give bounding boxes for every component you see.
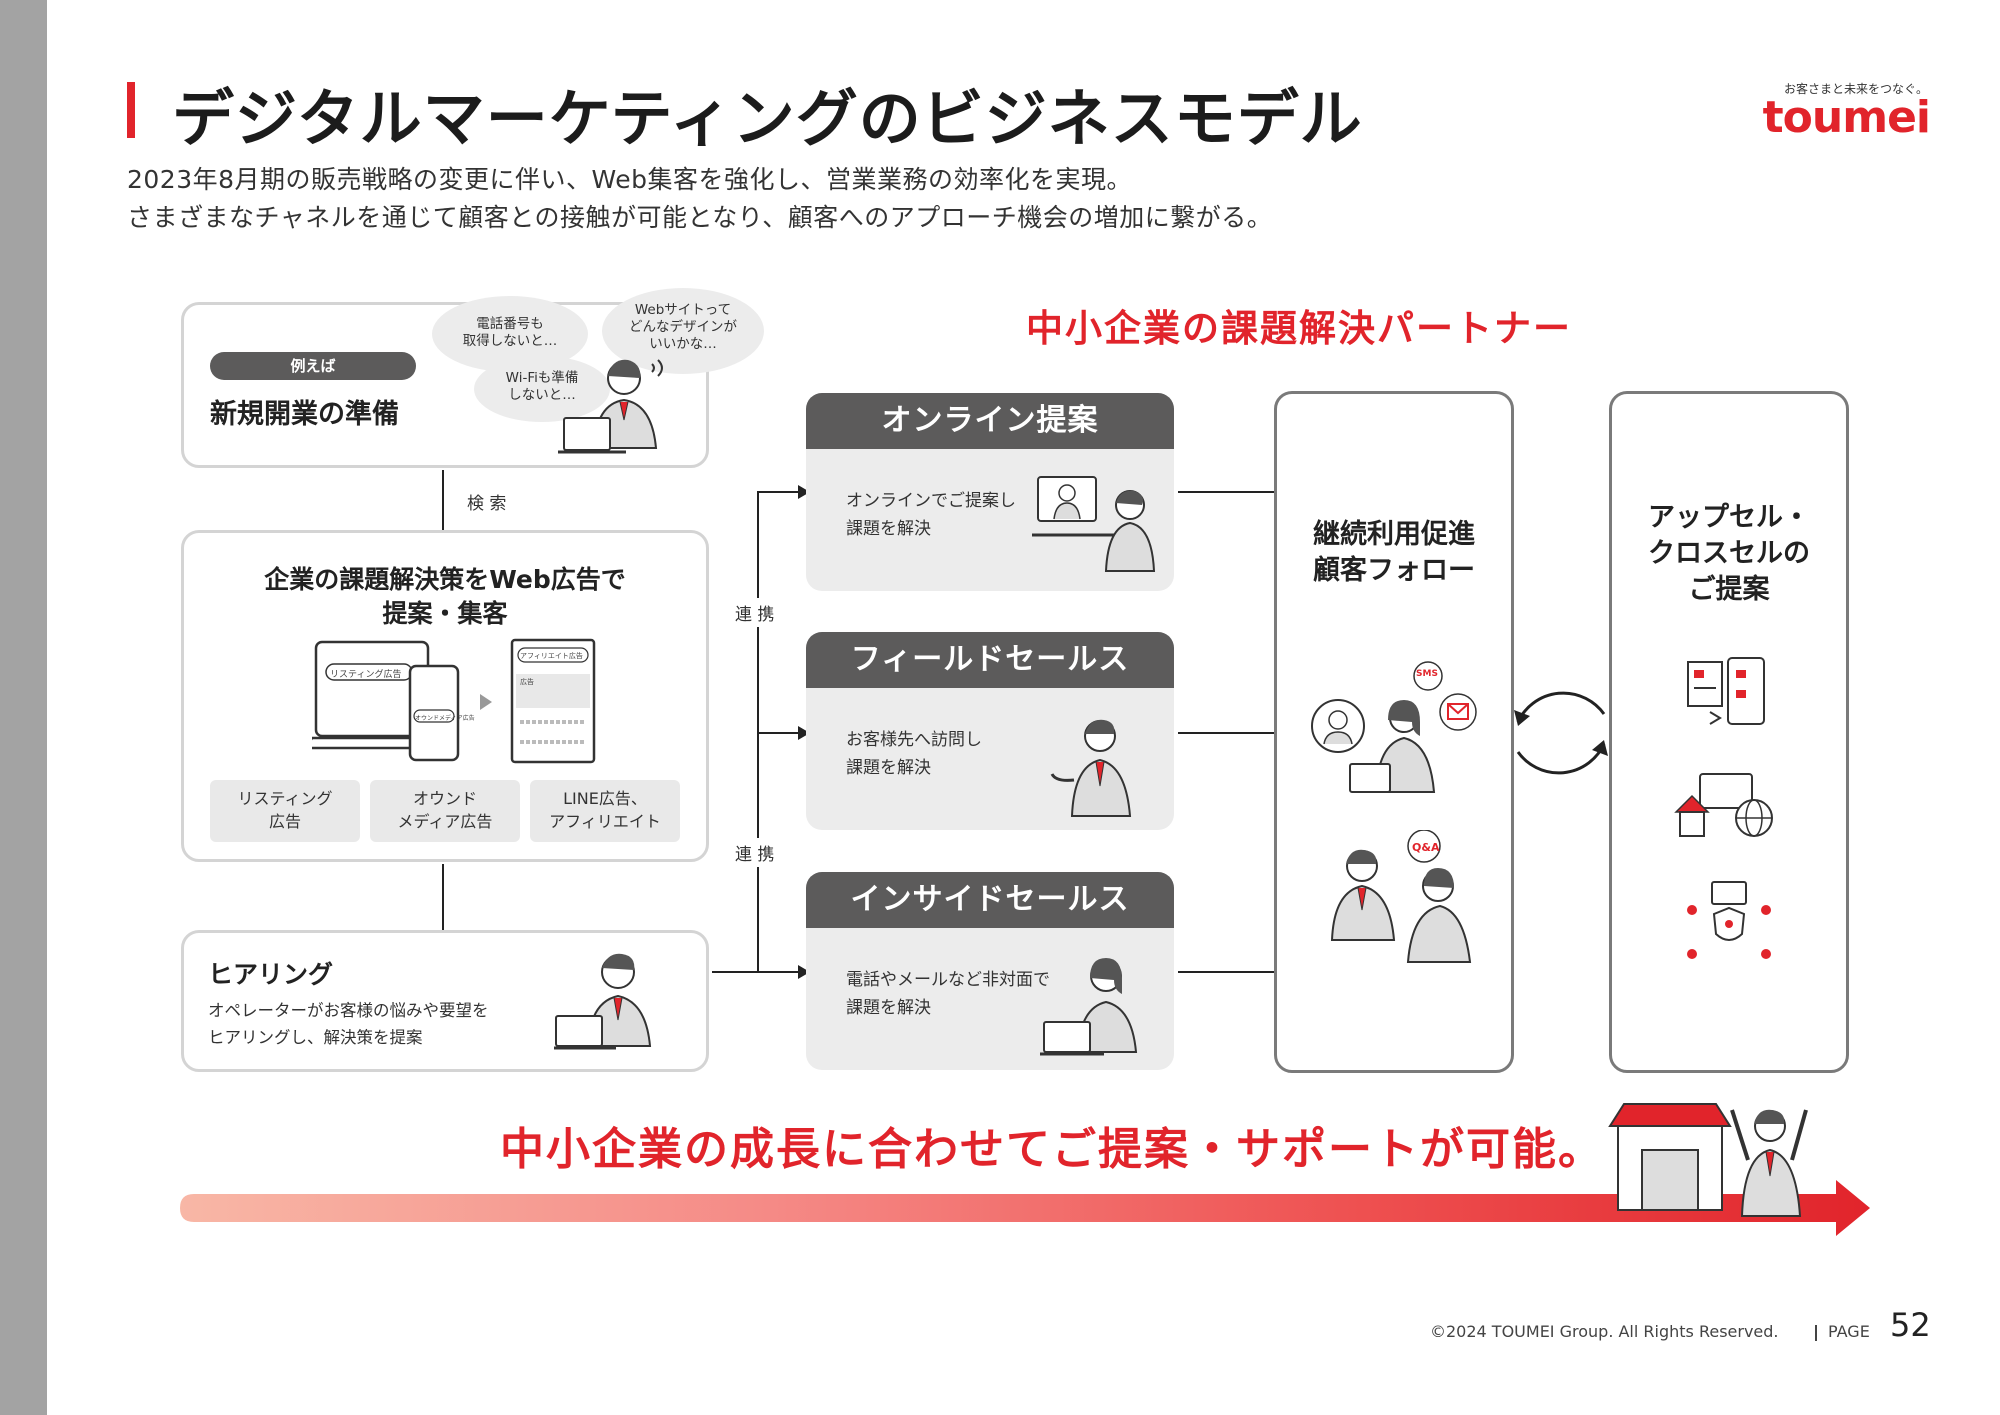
follow-support-illustration <box>1311 661 1477 793</box>
branch-arrowhead-online <box>798 485 810 499</box>
partner-heading: 中小企業の課題解決パートナー <box>1026 307 1572 350</box>
channel-field-title: フィールドセールス <box>806 632 1174 688</box>
growth-message: 中小企業の成長に合わせてご提案・サポートが可能。 <box>500 1124 1604 1175</box>
channel-inside-sales: インサイドセールス 電話やメールなど非対面で 課題を解決 <box>806 872 1174 1070</box>
devices-illustration <box>312 638 596 764</box>
branch-arrowhead-field <box>798 726 810 740</box>
example-title: 新規開業の準備 <box>210 399 399 430</box>
flow-arrow-2 <box>442 864 444 948</box>
channel-field-sales: フィールドセールス お客様先へ訪問し 課題を解決 <box>806 632 1174 830</box>
title-accent-bar <box>127 82 135 138</box>
inside-sales-illustration <box>1040 958 1138 1056</box>
footer-divider <box>1815 1325 1817 1341</box>
store-globe-icon <box>1674 773 1773 837</box>
footer-page-number: 52 <box>1890 1306 1931 1344</box>
growth-progress-arrow <box>180 1180 1870 1236</box>
documents-icon <box>1687 657 1765 725</box>
channel-online: オンライン提案 オンラインでご提案し 課題を解決 <box>806 393 1174 591</box>
thought-bubble-website: Webサイトって どんなデザインが いいかな… <box>602 288 764 374</box>
channel-inside-title: インサイドセールス <box>806 872 1174 928</box>
arrow-inside-to-follow <box>1178 971 1288 973</box>
ad-tag-line-affiliate: LINE広告、 アフィリエイト <box>530 780 680 842</box>
hearing-title: ヒアリング <box>208 960 334 989</box>
ad-tag-owned-media: オウンド メディア広告 <box>370 780 520 842</box>
ad-tag-listing: リスティング 広告 <box>210 780 360 842</box>
branch-to-inside <box>757 971 802 973</box>
sms-icon-label: SMS <box>1416 669 1438 679</box>
branch-to-field <box>757 732 802 734</box>
logo-tagline: お客さまと未来をつなぐ。 <box>1783 82 1928 96</box>
cycle-arrows-icon <box>1514 691 1608 775</box>
affiliate-ad-label: 広告 <box>520 678 534 686</box>
affiliate-search-text: アフィリエイト広告 <box>520 652 583 660</box>
owned-media-search-text: オウンドメディア広告 <box>415 715 475 722</box>
operator-illustration <box>554 953 652 1050</box>
arrow-online-to-follow <box>1178 491 1288 493</box>
customer-follow-title: 継続利用促進 顧客フォロー <box>1313 519 1475 586</box>
shop-celebration-illustration <box>1608 1103 1808 1217</box>
subtitle-line-1: 2023年8月期の販売戦略の変更に伴い、Web集客を強化し、営業業務の効率化を実… <box>127 165 1133 194</box>
arrow-field-to-follow <box>1178 732 1288 734</box>
link-label-1: 連 携 <box>735 598 775 627</box>
branch-arrowhead-inside <box>798 965 810 979</box>
page-title: デジタルマーケティングのビジネスモデル <box>172 82 1363 155</box>
upsell-title: アップセル・ クロスセルの ご提案 <box>1648 502 1810 605</box>
field-sales-illustration <box>1050 719 1132 817</box>
hearing-description: オペレーターがお客様の悩みや要望を ヒアリングし、解決策を提案 <box>208 1001 489 1047</box>
search-label: 検 索 <box>467 494 507 514</box>
online-meeting-illustration <box>1032 476 1156 572</box>
link-label-2: 連 携 <box>735 838 775 867</box>
left-sidebar-strip <box>0 0 47 1415</box>
branch-to-online <box>757 491 802 493</box>
toumei-logo: toumei <box>1762 92 1931 143</box>
security-network-icon <box>1687 881 1771 959</box>
listing-search-text: リスティング広告 <box>330 670 402 680</box>
channel-inside-description: 電話やメールなど非対面で 課題を解決 <box>846 970 1050 1018</box>
channel-field-description: お客様先へ訪問し 課題を解決 <box>846 730 982 778</box>
example-pill: 例えば <box>210 352 416 380</box>
qa-icon-label: Q&A <box>1412 841 1440 854</box>
channel-online-title: オンライン提案 <box>806 393 1174 449</box>
footer-page-label: PAGE <box>1828 1322 1870 1341</box>
hearing-connector <box>712 971 758 973</box>
subtitle-line-2: さまざまなチャネルを通じて顧客との接触が可能となり、顧客へのアプローチ機会の増加… <box>127 203 1273 232</box>
web-ad-title: 企業の課題解決策をWeb広告で 提案・集客 <box>264 565 626 628</box>
channel-online-description: オンラインでご提案し 課題を解決 <box>846 491 1016 539</box>
footer-copyright: ©2024 TOUMEI Group. All Rights Reserved. <box>1430 1322 1779 1341</box>
qa-meeting-illustration <box>1330 830 1472 963</box>
flow-arrow-1 <box>442 470 444 538</box>
thinking-person-illustration <box>558 359 663 454</box>
upsell-box <box>1609 391 1849 1073</box>
thought-bubble-wifi: Wi-Fiも準備 しないと… <box>474 356 610 422</box>
